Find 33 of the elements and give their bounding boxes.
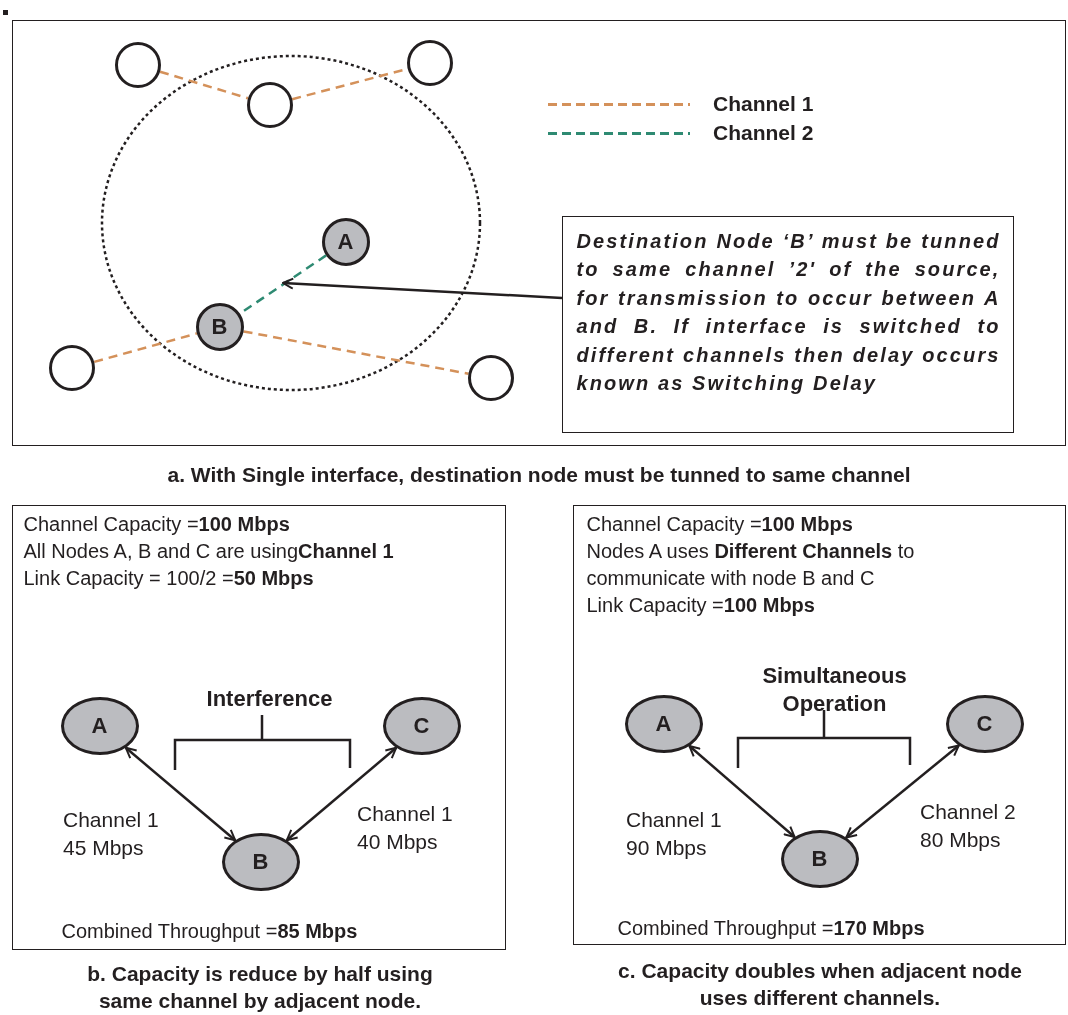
- double-arrow: [285, 746, 398, 842]
- link-line: [243, 330, 469, 375]
- node-circle: A: [60, 696, 139, 755]
- legend-text: Channel 1: [713, 91, 814, 117]
- panel-caption: c. Capacity doubles when adjacent node uses different channels.: [617, 958, 1023, 1011]
- node-circle: B: [780, 829, 859, 888]
- info-text: Combined Throughput =170 Mbps: [617, 915, 926, 941]
- panel-frame: [12, 20, 1066, 446]
- info-text: Link Capacity = 100/2 =50 Mbps: [23, 565, 315, 591]
- info-text: Channel Capacity =100 Mbps: [586, 511, 854, 537]
- info-text: Combined Throughput =85 Mbps: [61, 918, 359, 944]
- node-circle: C: [382, 696, 461, 755]
- panel-caption: b. Capacity is reduce by half using same channel by adjacent node.: [86, 961, 434, 1014]
- double-arrow: [124, 746, 237, 842]
- node-circle: A: [624, 694, 703, 753]
- bracket-label: Interference: [205, 684, 334, 713]
- legend-text: Channel 2: [713, 120, 814, 146]
- double-arrow: [688, 745, 796, 838]
- info-text: All Nodes A, B and C are usingChannel 1: [23, 538, 395, 564]
- info-text: Channel Capacity =100 Mbps: [23, 511, 291, 537]
- info-text: Nodes A uses Different Channels to communicate with node B and C: [586, 538, 916, 591]
- node-circle: C: [945, 694, 1024, 753]
- link-line: [93, 332, 198, 364]
- node-circle: A: [321, 217, 370, 266]
- node-circle: B: [221, 832, 300, 891]
- double-arrow: [845, 744, 960, 839]
- node-circle: B: [195, 302, 244, 351]
- link-line: [159, 70, 249, 100]
- panel-caption: a. With Single interface, destination node must be tunned to same channel: [166, 462, 912, 488]
- note-box: Destination Node ‘B’ must be tunned to same channel ’2' of the source, for transmission to occur between A and B. If interface is switched to different channels then delay occurs known as Switching Delay: [561, 215, 1014, 433]
- info-text: Link Capacity =100 Mbps: [586, 592, 816, 618]
- leader-arrow: [282, 277, 563, 300]
- bracket-label: Simultaneous Operation: [761, 661, 908, 718]
